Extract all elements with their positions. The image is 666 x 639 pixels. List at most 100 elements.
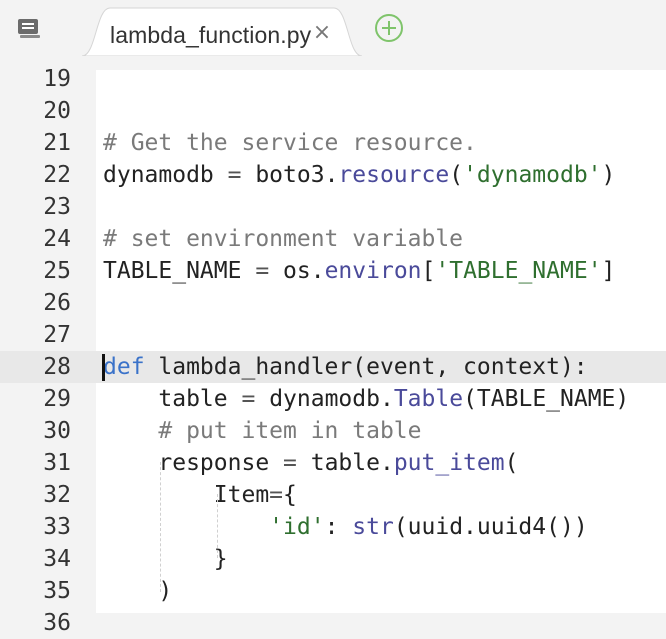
code-token: = [283, 450, 297, 476]
code-line[interactable]: 26 [0, 287, 666, 319]
code-token: str [352, 514, 394, 540]
code-token: boto3. [241, 162, 339, 188]
line-number: 34 [43, 546, 71, 572]
code-text: # set environment variable [103, 223, 463, 255]
code-editor[interactable]: 19 20 21 # Get the service resource. 22 dynam… [0, 56, 666, 636]
tab-bar: lambda_function.py × [0, 0, 666, 57]
code-token: # put item in table [158, 418, 422, 444]
indent-guide [217, 494, 218, 558]
code-text: dynamodb = boto3.resource('dynamodb') [103, 159, 615, 191]
code-line[interactable]: 20 [0, 95, 666, 127]
code-token: = [227, 162, 242, 188]
code-token: dynamodb. [255, 386, 394, 412]
code-token [103, 514, 269, 540]
line-number: 20 [43, 98, 71, 124]
add-tab-button[interactable] [373, 12, 405, 44]
line-number: 33 [43, 514, 71, 540]
code-token: table. [296, 450, 394, 476]
code-token: Table [393, 386, 464, 412]
code-line[interactable]: 27 [0, 319, 666, 351]
line-number: 30 [43, 418, 71, 444]
code-token: = [241, 386, 256, 412]
line-number: 28 [0, 351, 71, 383]
code-token: response [103, 450, 284, 476]
code-token: = [255, 258, 270, 284]
code-text: response = table.put_item( [103, 447, 518, 479]
code-token: environ [324, 258, 422, 284]
code-token: 'TABLE_NAME' [435, 258, 602, 284]
code-text: def lambda_handler(event, context): [103, 351, 588, 383]
line-number-gutter [0, 56, 96, 613]
line-number: 26 [43, 290, 71, 316]
code-line[interactable]: 35 ) [0, 575, 666, 607]
code-text: } [103, 543, 228, 575]
code-token: resource [338, 162, 450, 188]
code-text: ) [103, 575, 172, 607]
code-line[interactable]: 23 [0, 191, 666, 223]
code-token: put_item [393, 450, 505, 476]
tab-label: lambda_function.py [110, 22, 312, 48]
code-token: ) [103, 578, 173, 604]
code-text: Item={ [103, 479, 297, 511]
code-token: Item [103, 482, 270, 508]
line-number: 31 [43, 450, 71, 476]
tab-shape [81, 7, 363, 57]
code-token: dynamodb [103, 162, 228, 188]
code-line[interactable]: 24# set environment variable [0, 223, 666, 255]
code-line[interactable]: 25 TABLE_NAME = os.environ['TABLE_NAME'] [0, 255, 666, 287]
line-number: 23 [43, 194, 71, 220]
code-token: { [283, 482, 297, 508]
code-text: # put item in table [103, 415, 422, 447]
code-text: 'id': str(uuid.uuid4()) [103, 511, 588, 543]
code-token: os. [269, 258, 325, 284]
code-token: : [324, 514, 353, 540]
line-number: 29 [43, 386, 71, 412]
code-token: 'dynamodb' [463, 162, 602, 188]
code-token: ( [504, 450, 519, 476]
code-text: TABLE_NAME = os.environ['TABLE_NAME'] [103, 255, 615, 287]
code-line[interactable]: 34 } [0, 543, 666, 575]
code-line[interactable]: 30 # put item in table [0, 415, 666, 447]
line-number: 25 [43, 258, 71, 284]
line-number: 32 [43, 482, 71, 508]
line-number: 27 [43, 322, 71, 348]
code-token: table [103, 386, 242, 412]
code-line[interactable]: 22 dynamodb = boto3.resource('dynamodb') [0, 159, 666, 191]
line-number: 36 [43, 610, 71, 636]
menu-list-icon [18, 19, 40, 38]
code-token: (uuid.uuid4()) [393, 514, 588, 540]
code-line[interactable]: 33 'id': str(uuid.uuid4()) [0, 511, 666, 543]
tab-lambda-function[interactable]: lambda_function.py × [81, 4, 363, 57]
code-line[interactable]: 21 # Get the service resource. [0, 127, 666, 159]
code-line[interactable]: 31 response = table.put_item( [0, 447, 666, 479]
code-token: ( [449, 162, 464, 188]
line-number: 21 [43, 130, 71, 156]
line-number: 22 [43, 162, 71, 188]
code-line[interactable]: 32 Item={ [0, 479, 666, 511]
line-number: 35 [43, 578, 71, 604]
code-area[interactable] [96, 70, 666, 613]
plus-circle-icon [375, 14, 403, 42]
code-token: TABLE_NAME [103, 258, 256, 284]
code-token [103, 418, 158, 444]
code-line[interactable]: 19 [0, 63, 666, 95]
code-token: ] [601, 258, 616, 284]
tab-menu-button[interactable] [10, 8, 50, 48]
code-token: lambda_handler(event, context): [144, 354, 588, 380]
code-line[interactable]: 28 def lambda_handler(event, context): [0, 351, 666, 383]
close-icon[interactable]: × [312, 20, 332, 45]
code-token: # set environment variable [103, 226, 464, 252]
code-token: ) [601, 162, 616, 188]
code-token: = [269, 482, 284, 508]
code-line[interactable]: 36 [0, 607, 666, 639]
code-line[interactable]: 29 table = dynamodb.Table(TABLE_NAME) [0, 383, 666, 415]
code-text: table = dynamodb.Table(TABLE_NAME) [103, 383, 629, 415]
indent-guide [160, 462, 161, 592]
code-token: 'id' [269, 514, 325, 540]
code-token: def [103, 354, 145, 380]
line-number: 19 [43, 66, 71, 92]
code-token: } [103, 546, 228, 572]
text-cursor [102, 354, 105, 381]
code-token: [ [421, 258, 436, 284]
code-text: # Get the service resource. [103, 127, 477, 159]
